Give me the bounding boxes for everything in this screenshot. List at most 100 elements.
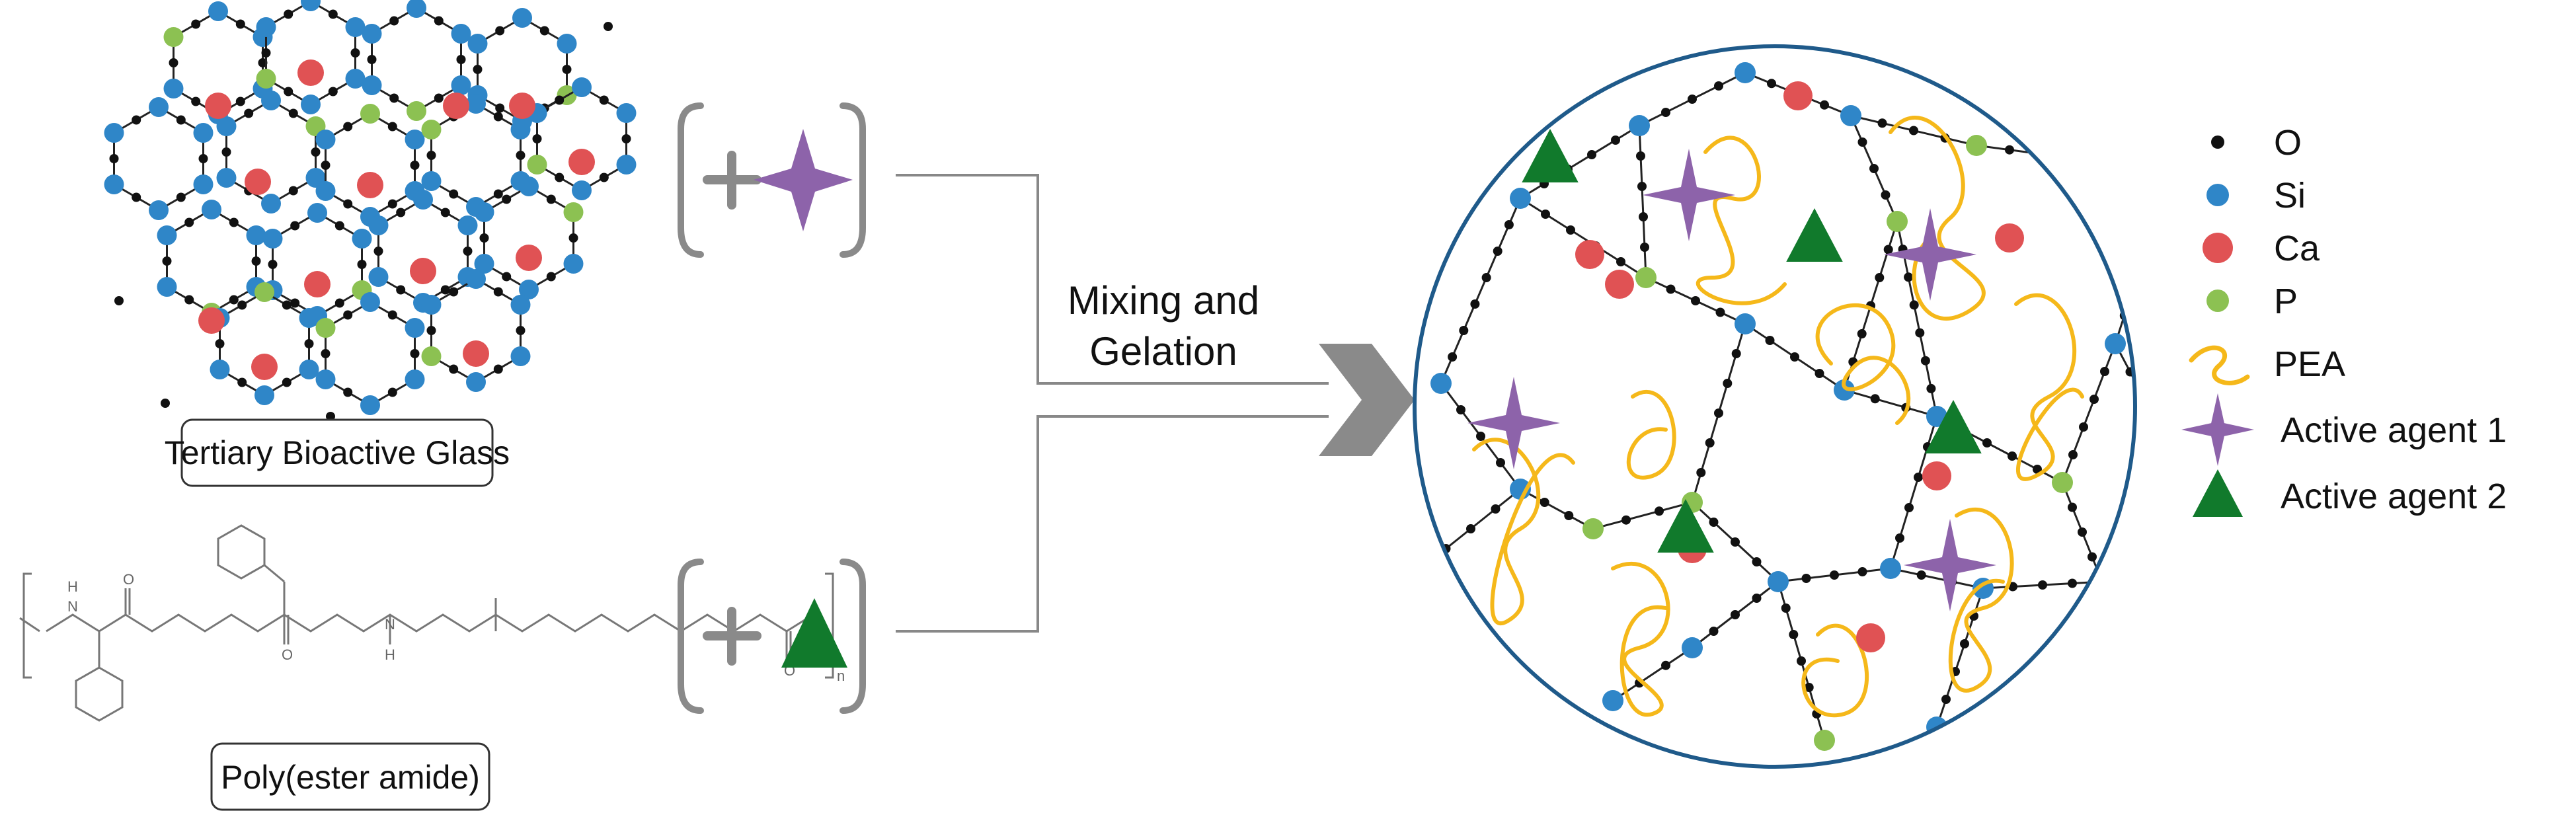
o-atom xyxy=(1765,336,1775,345)
o-atom xyxy=(1857,567,1867,576)
o-atom xyxy=(1709,627,1719,636)
o-atom xyxy=(1611,136,1620,145)
si-atom xyxy=(360,292,380,312)
p-atom xyxy=(563,202,584,222)
o-atom xyxy=(387,387,397,397)
p-atom xyxy=(256,69,276,89)
o-atom xyxy=(237,377,247,387)
o-atom xyxy=(334,221,344,231)
o-atom xyxy=(434,16,444,26)
o-atom xyxy=(1640,243,1649,252)
o-atom xyxy=(304,339,314,348)
o-atom xyxy=(396,208,406,217)
o-atom xyxy=(1982,438,1992,447)
o-atom xyxy=(1960,639,1969,648)
o-atom xyxy=(2088,552,2097,562)
o-atom xyxy=(184,217,194,227)
o-atom xyxy=(1564,511,1574,520)
svg-text:H: H xyxy=(67,578,78,595)
o-atom xyxy=(493,364,503,374)
o-atom xyxy=(387,199,397,209)
o-atom xyxy=(1941,695,1951,704)
si-atom xyxy=(466,269,486,289)
o-atom xyxy=(288,186,298,196)
o-atom xyxy=(1496,458,1505,467)
agent1-star-icon xyxy=(1904,519,1996,611)
si-atom xyxy=(474,254,494,274)
si-atom-legend-icon xyxy=(2206,184,2229,206)
si-atom xyxy=(405,318,425,338)
si-atom xyxy=(254,385,274,405)
pea-chain xyxy=(1696,136,1787,305)
o-atom xyxy=(1456,405,1465,414)
o-atom xyxy=(1636,151,1645,161)
si-atom xyxy=(307,203,327,223)
o-atom xyxy=(343,199,353,209)
si-atom xyxy=(368,267,389,287)
si-atom xyxy=(1735,62,1756,83)
o-atom xyxy=(215,339,225,348)
o-atom xyxy=(2079,422,2088,432)
o-atom xyxy=(495,26,505,36)
o-atom xyxy=(1491,504,1501,514)
agent1-star-icon xyxy=(1467,377,1560,469)
o-atom xyxy=(473,65,483,74)
o-atom xyxy=(2128,283,2135,292)
p-atom xyxy=(1635,267,1657,288)
si-atom xyxy=(466,372,486,392)
o-atom xyxy=(261,48,271,58)
o-atom xyxy=(1621,515,1631,525)
p-atom xyxy=(1887,211,1908,232)
legend-label-4: PEA xyxy=(2274,344,2345,384)
o-atom xyxy=(1914,473,1923,482)
o-atom xyxy=(2155,612,2164,621)
svg-text:N: N xyxy=(67,598,78,615)
o-atom xyxy=(410,349,420,358)
si-atom xyxy=(157,225,177,245)
o-atom xyxy=(1920,356,1930,366)
o-atom xyxy=(2078,527,2087,537)
si-atom xyxy=(149,200,169,220)
glass-network xyxy=(104,0,637,421)
o-atom-legend-icon xyxy=(2211,136,2224,149)
polymer-label-box: Poly(ester amide) xyxy=(210,742,490,811)
svg-text:O: O xyxy=(123,571,134,588)
o-atom xyxy=(1752,594,1762,603)
o-atom xyxy=(410,161,420,170)
o-atom xyxy=(1804,683,1814,692)
o-atom xyxy=(546,272,556,282)
o-atom xyxy=(191,19,201,29)
o-atom xyxy=(198,154,208,163)
si-atom xyxy=(352,229,372,249)
si-atom xyxy=(1880,558,1901,579)
si-atom xyxy=(193,123,214,143)
si-atom xyxy=(1629,115,1650,136)
plus-agent1-group xyxy=(678,102,866,258)
o-atom xyxy=(251,256,261,266)
o-atom xyxy=(1731,349,1741,358)
o-atom xyxy=(599,95,609,105)
svg-text:N: N xyxy=(385,616,395,633)
o-atom xyxy=(555,173,565,182)
o-atom xyxy=(132,115,141,125)
o-atom xyxy=(176,192,186,202)
composite-boundary xyxy=(1413,44,2137,769)
o-atom xyxy=(176,115,186,125)
o-atom xyxy=(1801,574,1811,583)
svg-text:n: n xyxy=(837,668,845,684)
si-atom xyxy=(208,1,228,21)
si-atom xyxy=(413,190,433,210)
o-atom xyxy=(2128,208,2135,218)
o-atom xyxy=(1857,329,1867,338)
o-atom xyxy=(328,9,338,19)
si-atom xyxy=(616,103,637,123)
pea-structure xyxy=(19,524,834,722)
o-atom xyxy=(1714,81,1723,91)
si-atom xyxy=(210,360,230,379)
si-atom xyxy=(510,295,531,315)
svg-text:O: O xyxy=(282,646,293,663)
ca-atom xyxy=(205,93,231,119)
o-atom xyxy=(268,260,278,269)
o-atom xyxy=(328,87,338,97)
si-atom xyxy=(421,295,442,315)
